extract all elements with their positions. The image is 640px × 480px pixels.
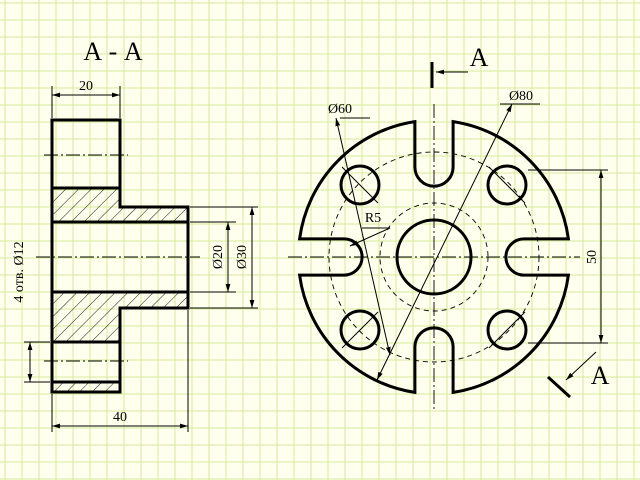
- dim-circle-80: Ø80: [509, 89, 533, 104]
- dim-width-bottom: 40: [113, 410, 127, 425]
- cut-plane-arrow-bottom: [565, 351, 597, 381]
- leader-r5: [349, 227, 391, 247]
- cut-plane-stroke-bottom: [546, 375, 572, 399]
- section-view: 20 40 Ø20 Ø30 4 отв. Ø12 А - А: [12, 37, 258, 432]
- hatch-bottom-strip: [52, 382, 120, 392]
- dim-circle-60: Ø60: [328, 102, 352, 117]
- dim-radius: R5: [365, 211, 381, 226]
- dim-outer-diameter: Ø30: [235, 245, 250, 269]
- cut-label-top: А: [470, 43, 489, 72]
- leader-d80: [376, 103, 513, 381]
- dim-holes: 4 отв. Ø12: [12, 241, 27, 302]
- dim-width-top: 20: [79, 79, 93, 94]
- dim-inner-diameter: Ø20: [211, 245, 226, 269]
- section-outline: [50, 118, 190, 394]
- section-title: А - А: [83, 37, 142, 66]
- dim-height: 50: [585, 250, 600, 264]
- cut-label-bottom: А: [591, 361, 610, 390]
- front-view: Ø60 Ø80 R5 50 А А: [288, 43, 610, 412]
